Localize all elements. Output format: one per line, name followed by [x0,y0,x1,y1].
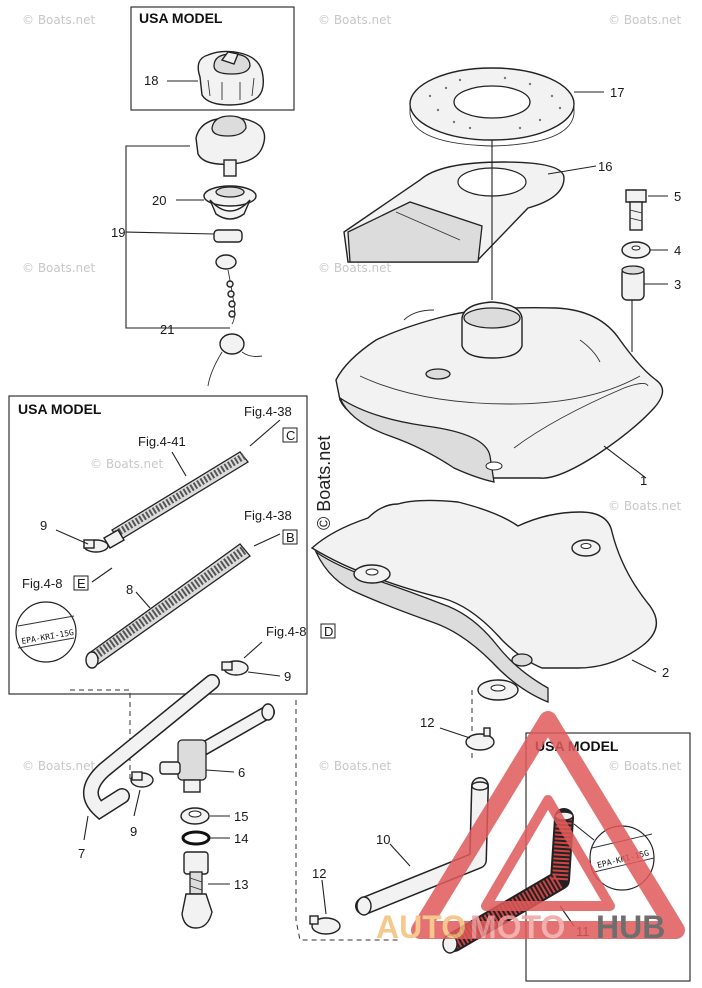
logo-text-moto: MOTO [470,909,565,945]
callout-13: 13 [234,877,248,892]
usa-model-heading: USA MODEL [139,10,223,26]
logo-text-auto: AUTO [376,909,466,945]
callout-21: 21 [160,322,174,337]
callout-12: 12 [312,866,326,881]
ref-box-label: B [286,530,295,545]
braided-hose-upper [103,451,249,549]
fuel-cock [159,703,275,793]
callout-16: 16 [598,159,612,174]
fuel-strainer [181,851,213,929]
hose-clip [83,539,109,553]
epa-label-badge: EPA-KRI-15G [15,601,77,663]
hose-clamp [465,727,495,751]
fuel-tank [335,301,664,483]
callout-9: 9 [130,824,137,839]
ref-box-label: D [324,624,333,639]
hose-clip [221,660,249,676]
watermark: © Boats.net [22,759,96,773]
ref-box-label: C [286,428,295,443]
callout-14: 14 [234,831,248,846]
figure-reference: Fig.4-41 [138,434,186,449]
callout-18: 18 [144,73,158,88]
callout-1: 1 [640,473,647,488]
cap-strap [207,254,263,387]
callout-19: 19 [111,225,125,240]
ref-box-b [282,529,298,545]
center-watermark: © Boats.net [314,436,334,530]
callout-4: 4 [674,243,681,258]
callout-5: 5 [674,189,681,204]
o-ring [181,830,211,846]
callout-15: 15 [234,809,248,824]
callout-20: 20 [152,193,166,208]
usa-model-heading: USA MODEL [18,401,102,417]
tank-tray [310,499,658,703]
callout-6: 6 [238,765,245,780]
ref-box-c [282,427,298,443]
washer [621,241,651,259]
watermark: © Boats.net [22,261,96,275]
cap-gasket [203,185,257,220]
watermark: © Boats.net [608,499,682,513]
callout-12: 12 [420,715,434,730]
hose-clip [130,771,154,788]
collar [621,265,645,301]
usa-model-box-cap [130,6,295,111]
ref-box-label: E [77,576,86,591]
logo-text-hub: HUB [596,909,665,945]
filter-washer [180,807,210,825]
watermark: © Boats.net [22,13,96,27]
watermark: © Boats.net [318,261,392,275]
watermark: © Boats.net [608,13,682,27]
breather-hose-10 [355,777,489,916]
cap-clip [213,229,243,243]
watermark: © Boats.net [318,759,392,773]
foam-ring [409,67,575,147]
usa-model-box-hoses [8,395,308,695]
watermark: © Boats.net [608,759,682,773]
figure-reference: Fig.4-8 [266,624,306,639]
callout-2: 2 [662,665,669,680]
braided-hose-8 [85,543,251,669]
hose-clamp [309,915,341,935]
fuel-cap-usa [197,50,265,106]
fuel-hose-7 [83,674,220,821]
callout-17: 17 [610,85,624,100]
figure-reference: Fig.4-38 [244,508,292,523]
ref-box-d [320,623,336,639]
callout-7: 7 [78,846,85,861]
usa-model-box-breather [525,732,691,982]
bolt [625,189,647,231]
figure-reference: Fig.4-8 [22,576,62,591]
automotohub-logo: AUTO MOTO HUB [376,711,685,945]
figure-reference: Fig.4-38 [244,404,292,419]
callout-9: 9 [284,669,291,684]
callout-9: 9 [40,518,47,533]
watermark-layer: © Boats.net © Boats.net © Boats.net © Bo… [22,13,682,773]
fuel-cap [195,115,266,177]
tank-pad [343,161,565,263]
callout-8: 8 [126,582,133,597]
watermark: © Boats.net [90,457,164,471]
callout-10: 10 [376,832,390,847]
callout-3: 3 [674,277,681,292]
ref-box-e [73,575,89,591]
watermark: © Boats.net [318,13,392,27]
